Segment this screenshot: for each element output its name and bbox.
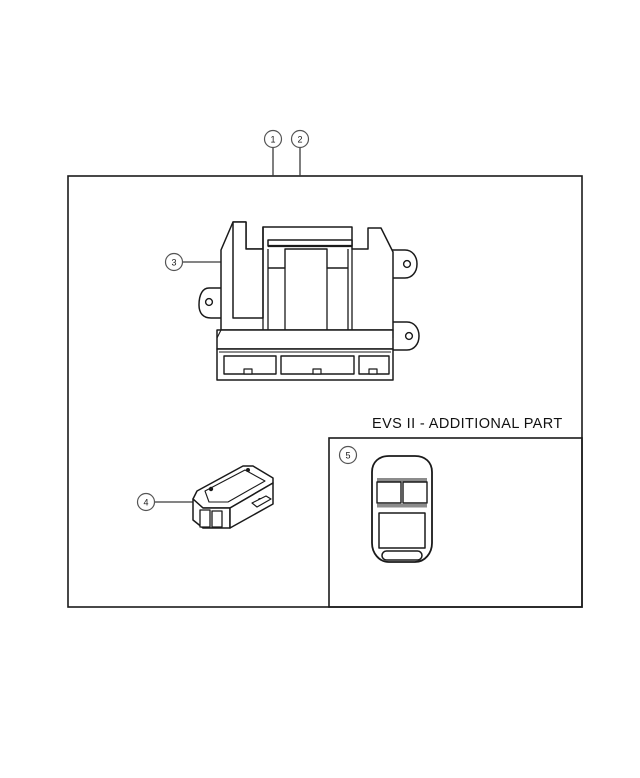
fob-main-pad bbox=[378, 512, 426, 549]
mounting-hole-left bbox=[204, 297, 214, 307]
callout-2-label: 2 bbox=[297, 135, 302, 145]
connector-key-2 bbox=[312, 368, 322, 375]
fob-mid-rule bbox=[377, 504, 427, 508]
fob-bottom-slot bbox=[381, 550, 423, 561]
part-secondary-control-module bbox=[192, 465, 274, 529]
part-key-fob-transmitter bbox=[371, 455, 433, 563]
module-bevels bbox=[216, 329, 394, 353]
module4-top-inset bbox=[204, 469, 266, 503]
sub-panel-border bbox=[328, 437, 583, 608]
callout-2-circle bbox=[290, 129, 310, 149]
callout-3-label: 3 bbox=[171, 258, 176, 268]
fob-button-unlock bbox=[402, 481, 428, 504]
callout-5[interactable]: 5 bbox=[338, 445, 358, 465]
callout-4-label: 4 bbox=[143, 498, 148, 508]
module4-side-bracket bbox=[251, 495, 272, 508]
connector-bays bbox=[223, 355, 390, 375]
callout-5-circle bbox=[338, 445, 358, 465]
module4-stud-2 bbox=[246, 468, 250, 472]
module4-right-face bbox=[229, 482, 274, 529]
callout-1-label: 1 bbox=[270, 135, 275, 145]
mounting-hole-right-upper bbox=[402, 259, 412, 269]
callout-4-circle bbox=[136, 492, 156, 512]
connector-key-3 bbox=[368, 368, 378, 375]
callout-3-circle bbox=[164, 252, 184, 272]
central-channel bbox=[268, 248, 348, 269]
fob-top-rule bbox=[377, 478, 427, 482]
module4-connector-tabs bbox=[199, 509, 223, 528]
callout-3[interactable]: 3 bbox=[164, 252, 184, 272]
module4-stud-1 bbox=[208, 486, 214, 492]
leader-lines bbox=[155, 148, 301, 503]
connector-key-1 bbox=[243, 368, 253, 375]
housing-rib-left bbox=[232, 221, 264, 319]
callout-1[interactable]: 1 bbox=[263, 129, 283, 149]
callout-4[interactable]: 4 bbox=[136, 492, 156, 512]
mounting-hole-right-lower bbox=[404, 331, 414, 341]
module4-tab-1 bbox=[199, 509, 211, 528]
sub-panel-title: EVS II - ADDITIONAL PART bbox=[372, 416, 563, 432]
callout-1-circle bbox=[263, 129, 283, 149]
module-lower-shell bbox=[216, 329, 394, 350]
callout-5-label: 5 bbox=[345, 451, 350, 461]
housing-ribs bbox=[262, 249, 353, 330]
callout-bubbles: 1 2 3 4 5 bbox=[136, 129, 358, 512]
module4-tab-2 bbox=[211, 510, 223, 528]
bevel-left bbox=[216, 329, 222, 339]
part-powertrain-control-module bbox=[198, 221, 420, 381]
connector-keys bbox=[243, 368, 378, 375]
callout-2[interactable]: 2 bbox=[290, 129, 310, 149]
main-frame-border bbox=[67, 175, 583, 608]
fob-button-lock bbox=[376, 481, 402, 504]
